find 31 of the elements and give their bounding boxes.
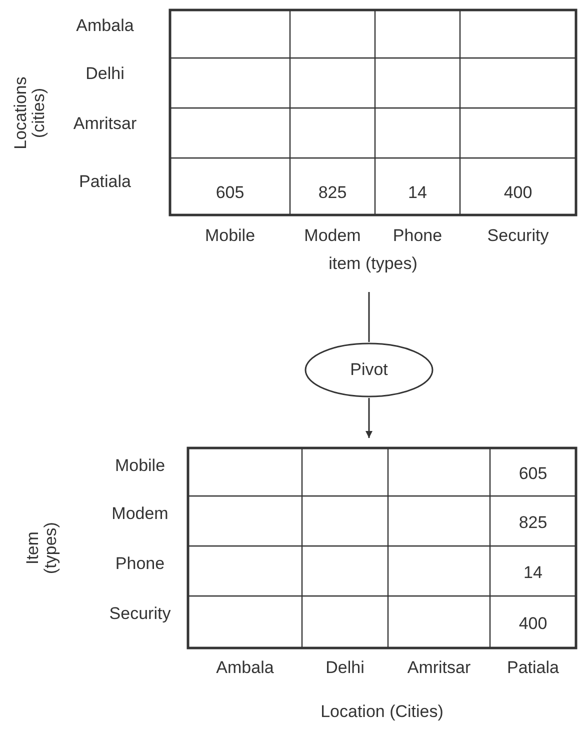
value-text: 605 [216, 182, 244, 202]
axis-title: item (types) [328, 254, 418, 274]
value-text: 400 [518, 614, 548, 634]
value-text: 14 [524, 563, 542, 583]
value-text: 14 [408, 182, 427, 202]
value-text: 400 [504, 182, 532, 202]
row-header: Delhi [86, 64, 124, 84]
column-header: Modem [304, 226, 361, 246]
axis-title: Item (types) [24, 521, 60, 576]
node-label: Pivot [350, 360, 388, 380]
column-header: Security [487, 226, 549, 246]
value-text: 605 [518, 464, 548, 484]
column-header: Ambala [216, 658, 274, 678]
connector-line [368, 292, 370, 342]
column-header: Phone [392, 226, 442, 246]
column-header: Mobile [204, 226, 256, 246]
row-header: Security [109, 604, 171, 624]
row-header: Modem [112, 504, 168, 524]
axis-title: Locations (cities) [12, 75, 48, 151]
row-header: Patiala [79, 172, 131, 192]
column-header: Delhi [326, 658, 364, 678]
column-header: Amritsar [407, 658, 471, 678]
value-text: 825 [318, 182, 347, 202]
row-header: Phone [115, 554, 165, 574]
column-header: Patiala [507, 658, 559, 678]
arrow [366, 398, 372, 438]
row-header: Amritsar [73, 114, 137, 134]
value-text: 825 [518, 513, 548, 533]
row-header: Mobile [114, 456, 166, 476]
row-header: Ambala [76, 16, 134, 36]
axis-title: Location (Cities) [320, 702, 444, 722]
